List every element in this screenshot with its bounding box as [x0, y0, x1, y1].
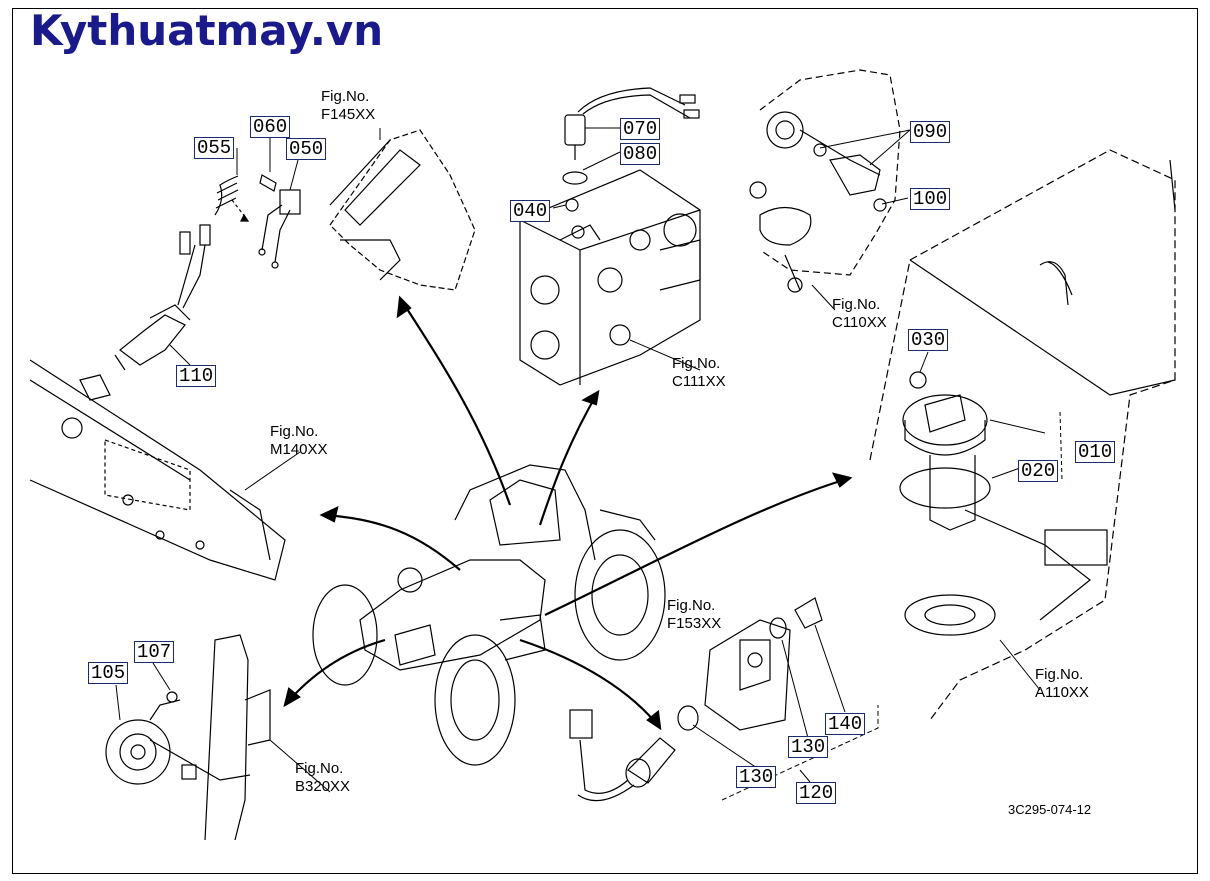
engine-c110	[749, 69, 901, 293]
part-label-090: 090	[910, 121, 951, 143]
fig-ref-f153: Fig.No. F153XX	[667, 597, 721, 633]
fig-ref-b320-code: B320XX	[295, 778, 351, 795]
part-label-020: 020	[1018, 460, 1059, 482]
fig-ref-c111-code: C111XX	[672, 373, 726, 390]
bracket-f153	[704, 597, 823, 731]
bracket-b320	[149, 634, 271, 841]
horn-105	[105, 691, 197, 785]
fig-ref-c110-code: C110XX	[832, 314, 887, 331]
valve-block-c111	[519, 169, 701, 386]
panel-m140	[29, 359, 286, 581]
fig-ref-m140-code: M140XX	[270, 441, 328, 458]
switch-050	[258, 174, 301, 269]
part-label-130-lower: 130	[736, 766, 777, 788]
solenoid-110	[114, 224, 211, 371]
fig-ref-f153-code: F153XX	[667, 615, 722, 632]
part-label-100: 100	[910, 188, 951, 210]
part-label-010: 010	[1075, 441, 1116, 463]
part-label-105: 105	[88, 662, 129, 684]
fig-ref-b320-label: Fig.No.	[295, 760, 344, 777]
fig-ref-f153-label: Fig.No.	[667, 597, 716, 614]
part-label-107: 107	[134, 641, 175, 663]
drawing-code: 3C295-074-12	[1008, 802, 1092, 817]
fuel-tank-a110	[869, 149, 1176, 721]
part-label-080: 080	[620, 143, 661, 165]
fig-ref-c110-label: Fig.No.	[832, 296, 881, 313]
drawing-frame	[12, 8, 1198, 874]
leader-lines	[115, 127, 1063, 801]
sensor-120	[569, 705, 699, 802]
part-label-120: 120	[796, 782, 837, 804]
fig-ref-m140-label: Fig.No.	[270, 423, 319, 440]
fig-ref-f145: Fig.No. F145XX	[321, 88, 375, 124]
fig-ref-a110-code: A110XX	[1035, 684, 1089, 701]
sensor-070	[562, 87, 700, 212]
part-label-130-upper: 130	[788, 736, 829, 758]
part-label-055: 055	[194, 137, 235, 159]
fig-ref-m140: Fig.No. M140XX	[270, 423, 328, 459]
fig-ref-c110: Fig.No. C110XX	[832, 296, 887, 332]
fig-ref-f145-code: F145XX	[321, 106, 376, 123]
fig-ref-c111-label: Fig.No.	[672, 355, 721, 372]
fig-ref-a110-label: Fig.No.	[1035, 666, 1084, 683]
fig-ref-f145-label: Fig.No.	[321, 88, 370, 105]
part-label-040: 040	[510, 200, 551, 222]
fuel-sender-010	[899, 371, 1108, 636]
spring-055	[214, 175, 250, 222]
fig-ref-a110: Fig.No. A110XX	[1035, 666, 1089, 702]
brand-logo: Kythuatmay.vn	[30, 6, 384, 55]
part-label-140: 140	[825, 713, 866, 735]
tractor	[312, 464, 666, 766]
part-label-110: 110	[176, 365, 217, 387]
part-label-060: 060	[250, 116, 291, 138]
bracket-f145	[329, 129, 476, 291]
part-label-050: 050	[286, 138, 327, 160]
arrows	[283, 295, 853, 731]
part-label-030: 030	[908, 329, 949, 351]
fig-ref-c111: Fig.No. C111XX	[672, 355, 726, 391]
part-label-070: 070	[620, 118, 661, 140]
fig-ref-b320: Fig.No. B320XX	[295, 760, 350, 796]
